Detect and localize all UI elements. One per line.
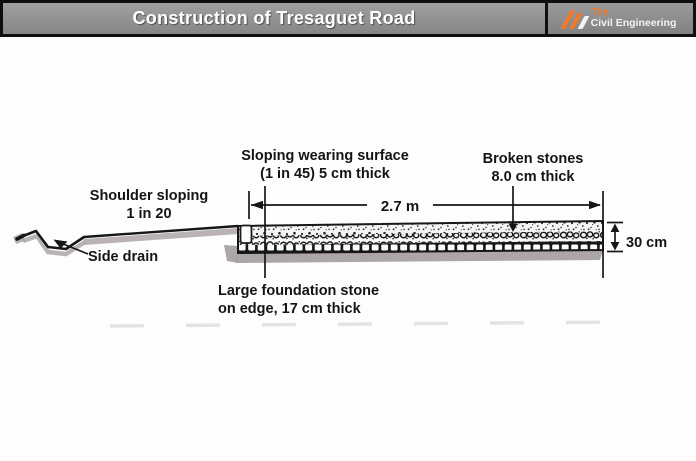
- arrow-up-icon: [610, 223, 620, 232]
- edge-kerb-stone: [239, 224, 253, 244]
- dimension-lines: [53, 186, 623, 278]
- arrow-left-icon: [251, 200, 263, 210]
- header-bar: Construction of Tresaguet Road The Civil…: [0, 0, 696, 37]
- label-broken-stones-1: Broken stones: [483, 151, 584, 167]
- logo-word-the: The: [590, 6, 609, 18]
- road-section: [237, 219, 604, 255]
- label-wearing-surface-1: Sloping wearing surface: [241, 148, 409, 164]
- logo-text: The Civil Engineering: [590, 6, 677, 30]
- page-title: Construction of Tresaguet Road: [132, 8, 416, 28]
- diagram-labels: Sloping wearing surface (1 in 45) 5 cm t…: [88, 148, 667, 317]
- small-stones-layer: [238, 231, 603, 245]
- header-title-zone: Construction of Tresaguet Road: [3, 3, 545, 34]
- arrowhead-side-drain-icon: [53, 239, 68, 249]
- label-broken-stones-2: 8.0 cm thick: [491, 169, 575, 185]
- label-side-drain: Side drain: [88, 249, 158, 265]
- arrow-down2-icon: [610, 242, 620, 251]
- label-foundation-2: on edge, 17 cm thick: [218, 301, 362, 317]
- dim-width-value: 2.7 m: [381, 198, 419, 215]
- label-shoulder-2: 1 in 20: [126, 206, 171, 222]
- label-foundation-1: Large foundation stone: [218, 283, 379, 299]
- dim-height-value: 30 cm: [626, 235, 667, 251]
- arrow-down-icon: [508, 223, 518, 232]
- brand-logo: The Civil Engineering: [545, 3, 693, 34]
- arrow-right-icon: [589, 200, 601, 210]
- label-wearing-surface-2: (1 in 45) 5 cm thick: [260, 166, 391, 182]
- leader-side-drain: [61, 242, 89, 255]
- label-shoulder-1: Shoulder sloping: [90, 188, 208, 204]
- ground-shadows: [13, 228, 626, 328]
- faint-print-artifact: [109, 320, 626, 328]
- logo-word-civil-engineering: Civil Engineering: [590, 17, 677, 30]
- shoulder-slope-line: [83, 224, 239, 239]
